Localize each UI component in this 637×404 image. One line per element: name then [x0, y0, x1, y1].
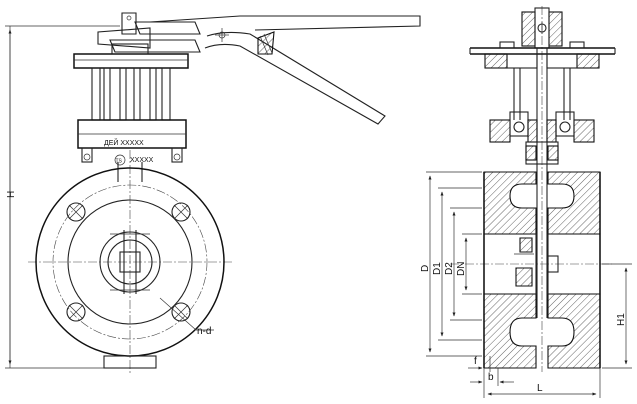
label-d1: D1: [432, 262, 443, 275]
bracket-section: [489, 111, 595, 165]
dimension-d: D: [420, 171, 482, 357]
label-b: b: [488, 372, 494, 383]
label-f: f: [474, 356, 477, 367]
bolt-hole-br: [171, 302, 191, 322]
top-mounting-flange: [73, 43, 189, 69]
label-dn: DN: [456, 262, 467, 276]
dimension-l: L: [483, 368, 601, 398]
lever-handle: [97, 12, 421, 125]
label-d2: D2: [444, 262, 455, 275]
ts-mark-circle: [114, 154, 126, 166]
dimension-f: f: [468, 356, 491, 372]
bolt-holes: [66, 202, 191, 322]
label-d: D: [420, 265, 431, 272]
section-view: D D1 D2 DN H1: [420, 6, 632, 398]
yoke-columns: [91, 67, 171, 121]
label-l: L: [537, 383, 543, 394]
nameplate-text: ДЕЙ ХХХХХ: [104, 138, 144, 147]
ts-mark-label: TS: [116, 159, 123, 165]
label-h: H: [6, 191, 17, 198]
body-neck: [117, 162, 143, 182]
bolt-hole-bl: [66, 302, 86, 322]
bolt-hole-tl: [66, 202, 86, 222]
lower-bracket: ДЕЙ ХХХХХ TS ХХХХХ: [77, 119, 187, 166]
nameplate-code: ХХХХХ: [130, 157, 154, 164]
dimension-d1: D1: [432, 187, 482, 341]
dimension-b: b: [470, 368, 514, 386]
leader-nd: n-d: [159, 297, 214, 337]
label-h1: H1: [616, 313, 627, 326]
disc-center: [110, 230, 150, 294]
dimension-dn: DN: [456, 233, 482, 295]
label-nd: n-d: [197, 326, 211, 337]
front-view: H: [5, 12, 421, 375]
handle-hub-section: [469, 7, 616, 55]
stem: [536, 48, 548, 318]
seat-detail: [514, 237, 559, 287]
dimension-d2: D2: [444, 207, 482, 321]
base-foot: [103, 355, 157, 369]
dimension-h1: H1: [602, 263, 632, 369]
bolt-hole-tr: [171, 202, 191, 222]
top-flange-section: [484, 41, 600, 120]
dimension-h: H: [5, 25, 120, 369]
